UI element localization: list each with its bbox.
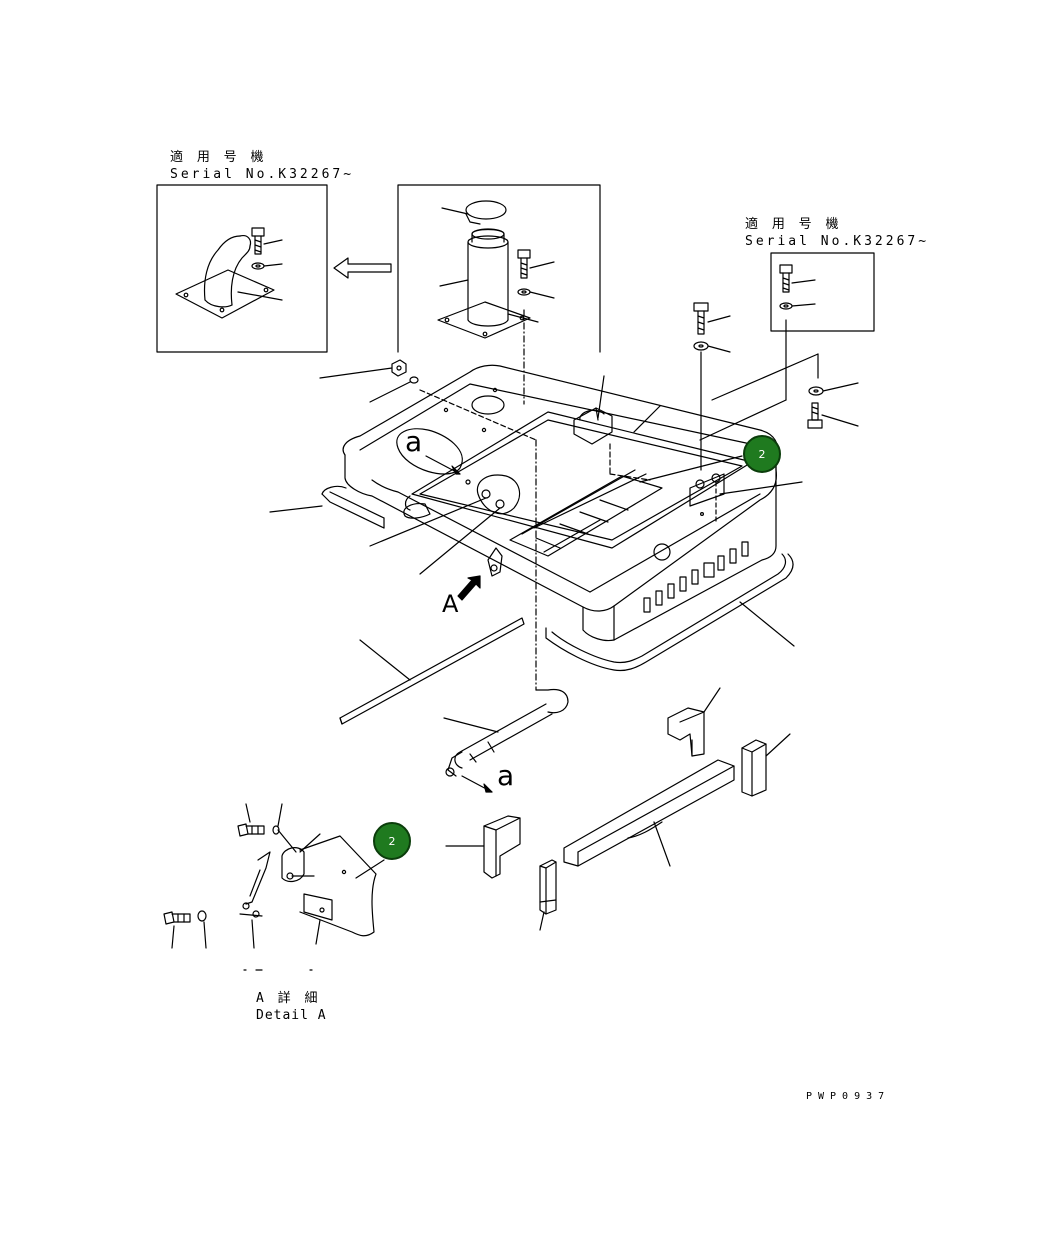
inset-right-box [699, 252, 875, 441]
inset-middle-box [397, 184, 601, 405]
serial-label-en-right: Serial No.K32267~ [745, 234, 930, 249]
gas-strut [445, 688, 569, 777]
marker-a-lower: a [497, 759, 515, 792]
serial-label-en-left: Serial No.K32267~ [170, 167, 355, 182]
inset-left-box [156, 184, 328, 353]
view-arrow-icon [457, 575, 481, 601]
detail-label-en: Detail A [256, 1008, 327, 1023]
serial-label-jp-left: 適 用 号 機 [170, 150, 267, 165]
callout-badge-upper[interactable]: 2 [743, 435, 781, 473]
view-marker-a: A [442, 590, 459, 618]
serial-label-jp-right: 適 用 号 機 [745, 217, 842, 232]
engine-cover [342, 364, 778, 691]
louvers [643, 541, 749, 613]
gasket [321, 485, 794, 672]
detail-a [163, 803, 385, 971]
weather-strip [339, 617, 525, 725]
detail-label-jp: A 詳 細 [256, 991, 321, 1006]
drawing-code: PWP0937 [806, 1091, 891, 1102]
nut-washer-left [391, 359, 419, 384]
left-arrow-icon [333, 257, 392, 279]
grille [509, 469, 663, 557]
bolt-washer-far-right [711, 353, 859, 429]
marker-a-upper: a [405, 425, 423, 458]
arrow-a-upper-icon [425, 455, 461, 475]
leader-lines [269, 367, 803, 733]
arrow-a-lower-icon [461, 775, 493, 793]
bolt-washer-right [693, 302, 731, 471]
callout-badge-lower[interactable]: 2 [373, 822, 411, 860]
blocks [445, 687, 791, 931]
